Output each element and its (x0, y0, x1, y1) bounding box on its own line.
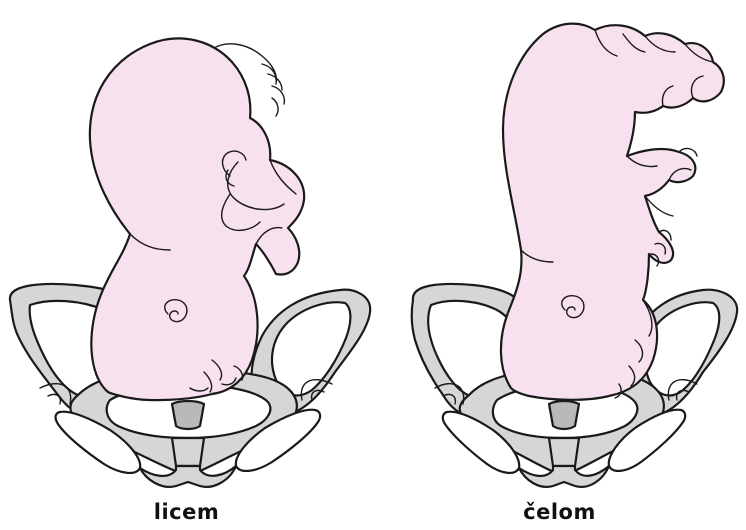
pelvis-left-pubic-arch (140, 466, 236, 487)
caption-brow-presentation: čelom (373, 500, 746, 524)
face-presentation-drawing (0, 0, 373, 530)
pelvis-left-symphysis (172, 438, 204, 466)
pelvis-right-pubic-arch (519, 466, 609, 487)
caption-face-presentation: licem (0, 500, 373, 524)
brow-presentation-drawing (373, 0, 746, 530)
face-presentation-panel (0, 0, 373, 530)
pelvis-right-symphysis (549, 438, 579, 466)
pelvis-right-sacrum (549, 401, 579, 429)
brow-presentation-panel (373, 0, 746, 530)
pelvis-left-sacrum (172, 401, 204, 429)
